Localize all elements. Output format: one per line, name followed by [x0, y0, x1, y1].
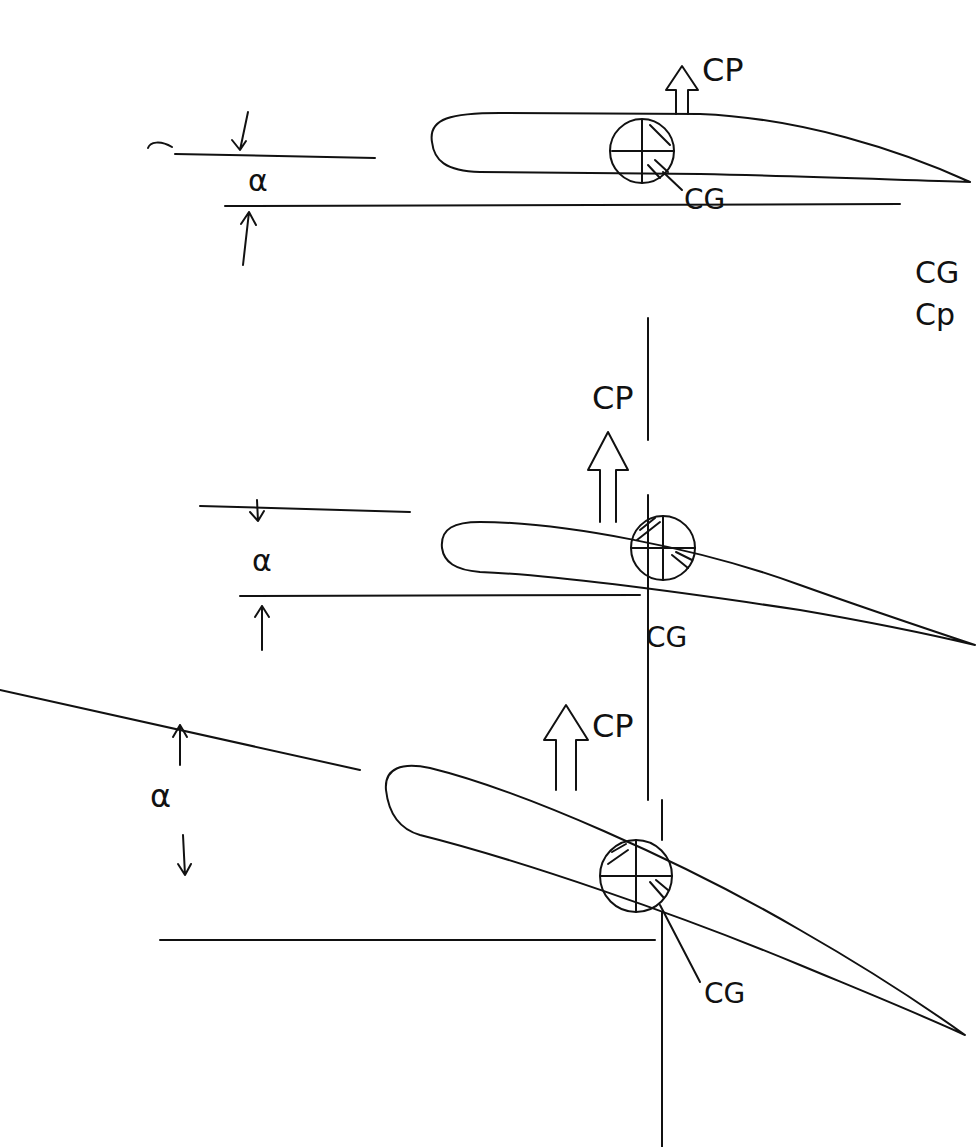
label-text: α	[248, 163, 268, 198]
label-text: CG	[684, 183, 725, 216]
airfoil-low-alpha	[148, 66, 970, 265]
label-text: CG	[915, 255, 959, 290]
angle-label: α	[150, 780, 171, 812]
label-text: α	[252, 543, 272, 578]
label-text: CG	[646, 621, 687, 654]
pressure-label: CP	[592, 382, 634, 414]
airfoil-high-alpha	[0, 690, 965, 1147]
label-text: CP	[592, 707, 634, 745]
angle-label: α	[248, 166, 268, 196]
gravity-label: CG	[646, 624, 687, 652]
label-text: α	[150, 777, 171, 815]
pressure-label: CP	[592, 710, 634, 742]
gravity-label: CG	[684, 186, 725, 214]
label-text: CG	[704, 977, 745, 1010]
label-text: CP	[702, 51, 744, 89]
label-text: Cp	[915, 297, 955, 332]
gravity-label: CG	[704, 980, 745, 1008]
pressure-label: CP	[702, 54, 744, 86]
label-text: CP	[592, 379, 634, 417]
angle-label: α	[252, 546, 272, 576]
note-label: CG	[915, 258, 959, 288]
note-label: Cp	[915, 300, 955, 330]
airfoil-mid-alpha	[200, 318, 975, 800]
